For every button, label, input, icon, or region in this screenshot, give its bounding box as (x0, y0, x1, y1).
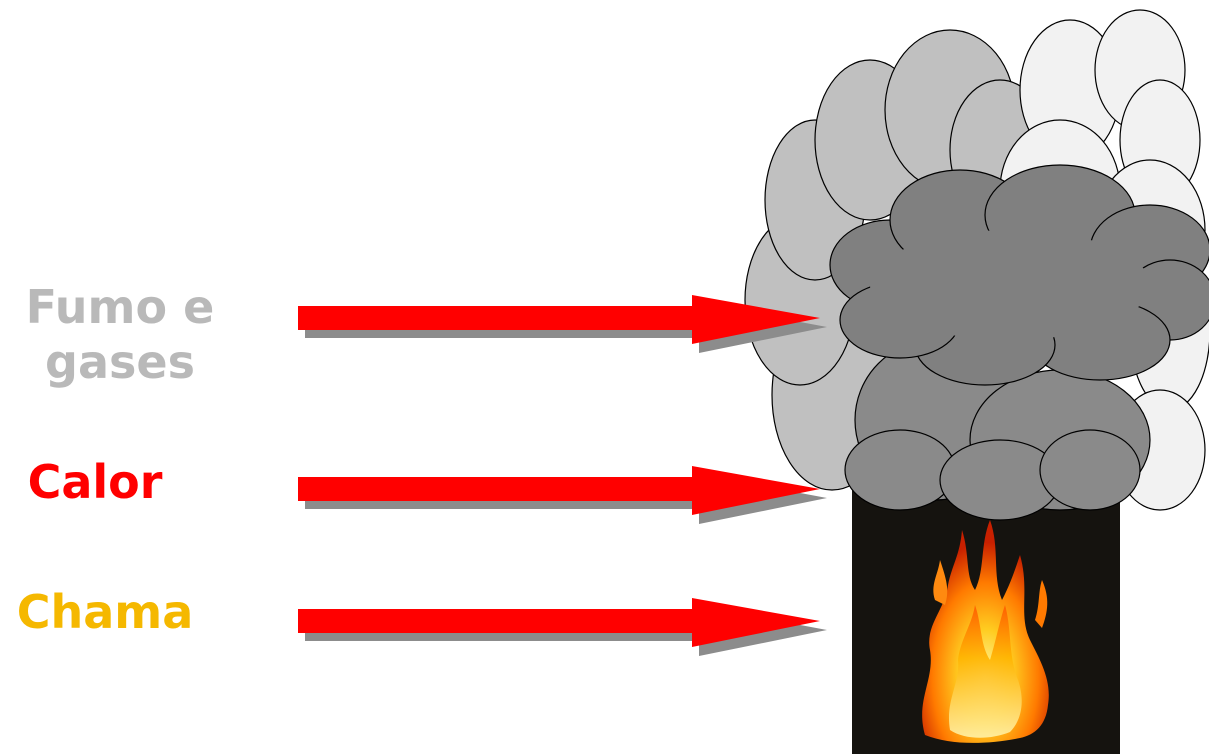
arrow-heat (298, 466, 827, 524)
arrow-flame (298, 598, 827, 656)
